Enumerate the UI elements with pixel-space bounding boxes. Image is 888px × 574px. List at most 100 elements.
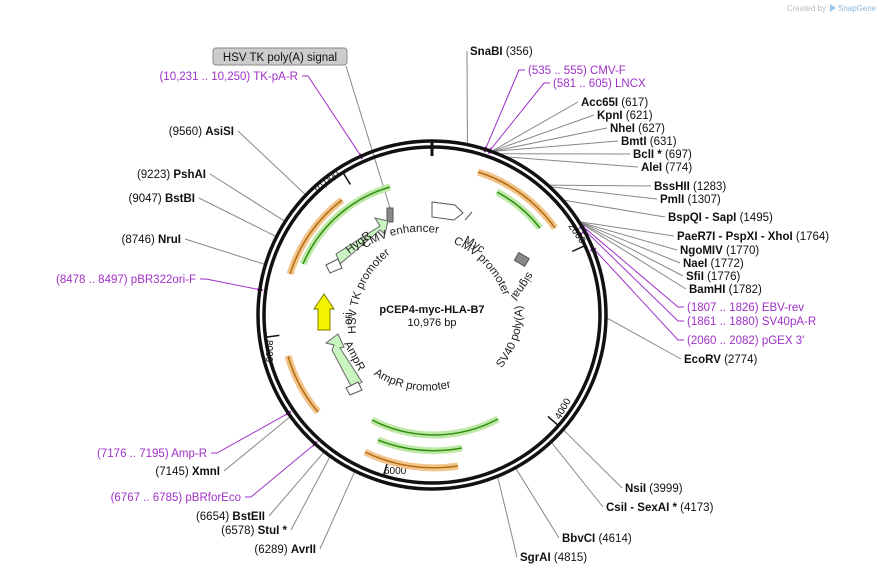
- site-nrui[interactable]: (8746) NruI: [122, 234, 181, 246]
- site-naei[interactable]: NaeI (1772): [683, 258, 744, 270]
- site-nsii[interactable]: NsiI (3999): [625, 483, 683, 495]
- site-position: (6654): [196, 511, 229, 523]
- site-name: NheI: [610, 123, 635, 135]
- primer-lncx[interactable]: (581 .. 605) LNCX: [553, 78, 646, 90]
- ampr-promoter-arrow: [345, 381, 363, 396]
- site-bcli[interactable]: BclI * (697): [633, 149, 692, 161]
- site-alei[interactable]: AleI (774): [641, 162, 692, 174]
- site-name: StuI *: [258, 525, 288, 537]
- site-name: AleI: [641, 162, 662, 174]
- left-feature-arc-line: [287, 355, 319, 413]
- site-label: BspQI - SapI (1495): [668, 212, 773, 224]
- hsv-tk-polya-callout[interactable]: HSV TK poly(A) signal: [212, 47, 348, 66]
- site-sgrai[interactable]: SgrAI (4815): [520, 552, 587, 564]
- site-leader: [515, 468, 560, 539]
- site-name: AsiSI: [205, 126, 234, 138]
- tick-mark: [266, 334, 280, 338]
- site-label: Acc65I (617): [581, 97, 648, 109]
- site-label: (9560) AsiSI: [169, 126, 234, 138]
- site-pshai[interactable]: (9223) PshAI: [137, 169, 206, 181]
- primer-leader: [200, 278, 259, 291]
- site-snabi[interactable]: SnaBI (356): [470, 46, 533, 58]
- snapgene-watermark: Created by SnapGene: [787, 4, 877, 13]
- primer-ebv-rev[interactable]: (1807 .. 1826) EBV-rev: [687, 302, 804, 314]
- site-name: XmnI: [192, 466, 220, 478]
- site-name: SgrAI: [520, 552, 551, 564]
- site-ngomiv[interactable]: NgoMIV (1770): [680, 245, 759, 257]
- primer-name: pGEX 3': [762, 335, 804, 347]
- site-label: PmlI (1307): [660, 194, 721, 206]
- primer-cmv-f[interactable]: (535 .. 555) CMV-F: [528, 65, 626, 77]
- site-bamhi[interactable]: BamHI (1782): [689, 284, 762, 296]
- site-avrii[interactable]: (6289) AvrII: [254, 544, 316, 556]
- site-acc65i[interactable]: Acc65I (617): [581, 97, 648, 109]
- site-xmni[interactable]: (7145) XmnI: [155, 466, 220, 478]
- site-stui[interactable]: (6578) StuI *: [221, 525, 287, 537]
- myc-marker: [464, 211, 473, 221]
- ebna-feature-arc-line: [289, 199, 343, 275]
- site-asisi[interactable]: (9560) AsiSI: [169, 126, 234, 138]
- site-bsteii[interactable]: (6654) BstEII: [196, 511, 265, 523]
- tick-mark: [383, 462, 389, 476]
- primer-pbrforeco[interactable]: (6767 .. 6785) pBRforEco: [111, 492, 241, 504]
- site-kpni[interactable]: KpnI (621): [597, 110, 653, 122]
- primer-sv40pa-r[interactable]: (1861 .. 1880) SV40pA-R: [687, 316, 816, 328]
- site-pmli[interactable]: PmlI (1307): [660, 194, 721, 206]
- site-paer7i-pspxi-xhoi[interactable]: PaeR7I - PspXI - XhoI (1764): [677, 231, 829, 243]
- site-bmti[interactable]: BmtI (631): [621, 136, 677, 148]
- primer-leader: [582, 225, 684, 308]
- primer-pbr322ori-f[interactable]: (8478 .. 8497) pBR322ori-F: [56, 274, 196, 286]
- tick-mark: [342, 172, 352, 185]
- site-position: (356): [506, 46, 533, 58]
- site-leader: [493, 140, 619, 152]
- primer-label: (1807 .. 1826) EBV-rev: [687, 302, 804, 314]
- site-bsshii[interactable]: BssHII (1283): [654, 181, 726, 193]
- primer-name: TK-pA-R: [253, 71, 298, 83]
- backbone: [256, 139, 608, 491]
- primer-pgex-3[interactable]: (2060 .. 2082) pGEX 3': [687, 335, 804, 347]
- site-leader: [580, 222, 681, 264]
- site-label: SgrAI (4815): [520, 552, 587, 564]
- site-leader: [290, 456, 331, 531]
- site-labels: SnaBI (356) Acc65I (617)KpnI (621)NheI (6…: [56, 46, 829, 564]
- primer-name: CMV-F: [590, 65, 626, 77]
- primer-amp-r[interactable]: (7176 .. 7195) Amp-R: [97, 448, 207, 460]
- site-position: (774): [665, 162, 692, 174]
- bottom-feature-arc-2: [376, 436, 463, 455]
- callout-box: [212, 47, 348, 66]
- site-name: NaeI: [683, 258, 707, 270]
- site-name: BamHI: [689, 284, 725, 296]
- primer-tk-pa-r[interactable]: (10,231 .. 10,250) TK-pA-R: [159, 71, 298, 83]
- site-nhei[interactable]: NheI (627): [610, 123, 665, 135]
- site-position: (1495): [740, 212, 773, 224]
- site-position: (631): [650, 136, 677, 148]
- site-name: KpnI: [597, 110, 623, 122]
- site-leader: [237, 130, 306, 195]
- primer-range: (1807 .. 1826): [687, 302, 759, 314]
- site-label: (6289) AvrII: [254, 544, 316, 556]
- bottom-feature-arc-3: [363, 448, 459, 472]
- watermark-text: Created by: [787, 4, 826, 13]
- site-label: SfiI (1776): [686, 271, 741, 283]
- left-feature-arc: [284, 354, 321, 415]
- site-label: NsiI (3999): [625, 483, 683, 495]
- site-bstbi[interactable]: (9047) BstBI: [129, 193, 195, 205]
- site-sfii[interactable]: SfiI (1776): [686, 271, 741, 283]
- site-position: (1772): [711, 258, 744, 270]
- site-ecorv[interactable]: EcoRV (2774): [684, 354, 757, 366]
- site-bbvci[interactable]: BbvCI (4614): [562, 533, 632, 545]
- site-csii-sexai[interactable]: CsiI - SexAI * (4173): [606, 502, 714, 514]
- site-leader: [564, 199, 666, 218]
- site-name: AvrII: [291, 544, 316, 556]
- site-name: BssHII: [654, 181, 690, 193]
- site-leader: [580, 221, 678, 251]
- site-bspqi-sapi[interactable]: BspQI - SapI (1495): [668, 212, 773, 224]
- primer-leader: [211, 413, 288, 454]
- site-leader: [563, 429, 623, 489]
- site-position: (1770): [726, 245, 759, 257]
- site-name: Acc65I: [581, 97, 618, 109]
- primer-range: (7176 .. 7195): [97, 448, 169, 460]
- site-leader: [493, 127, 608, 152]
- primer-name: pBRforEco: [185, 492, 241, 504]
